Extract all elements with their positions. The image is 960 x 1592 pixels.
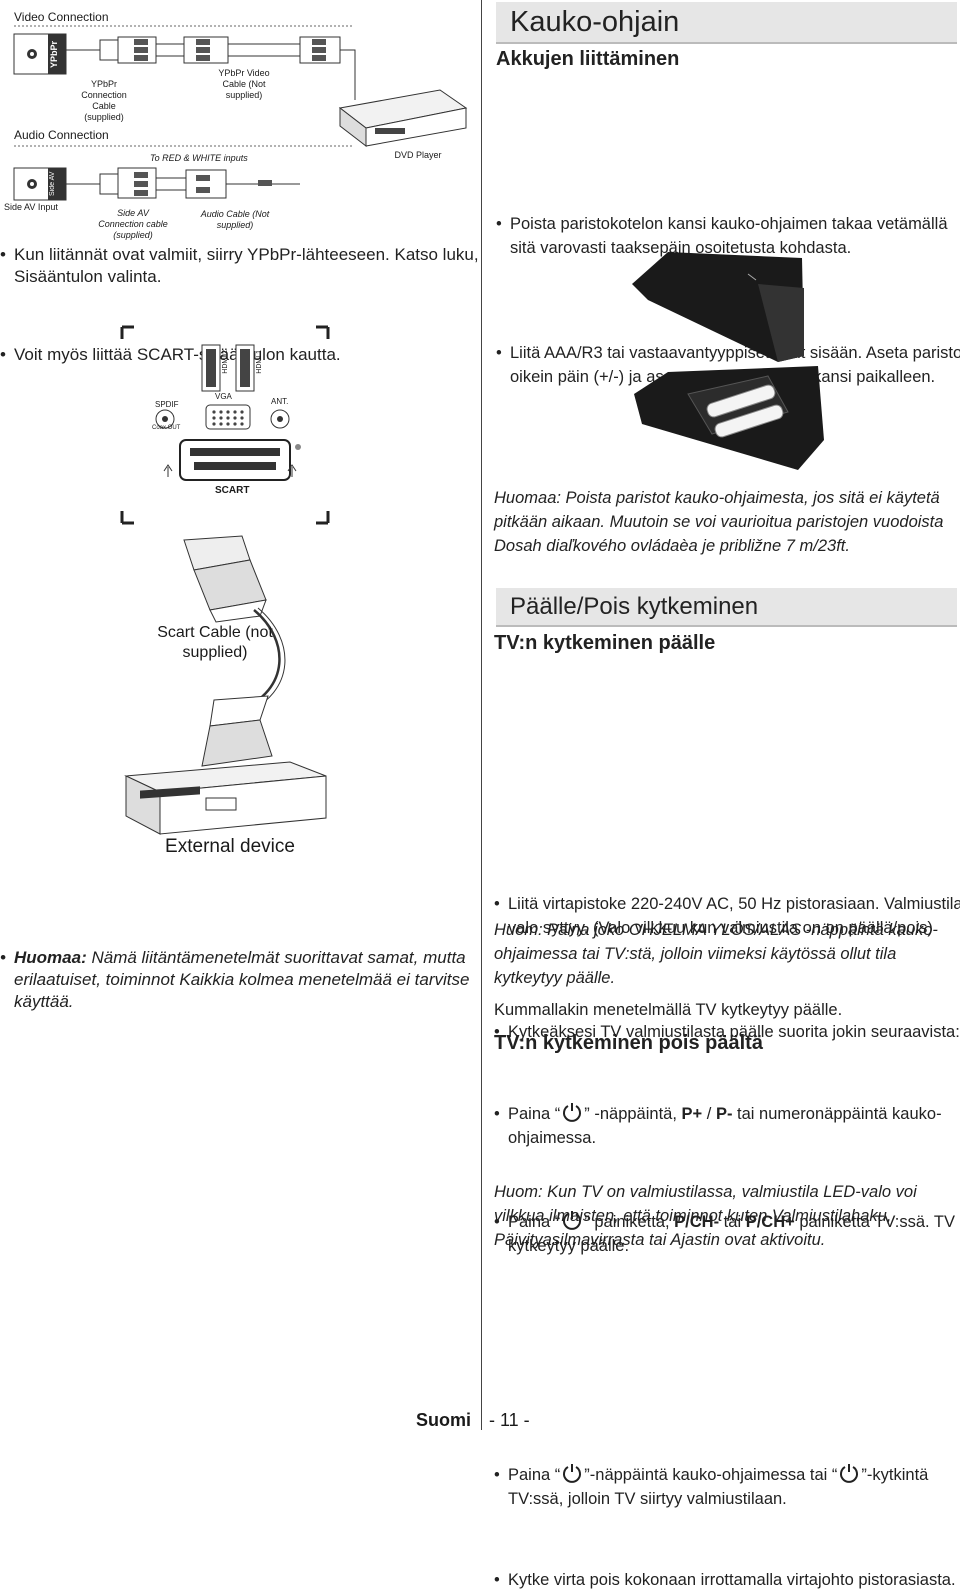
- audio-cable-label: Audio Cable (Not supplied): [200, 209, 270, 230]
- battery-heading: Akkujen liittäminen: [496, 48, 680, 70]
- spdif-label: SPDIF: [155, 400, 179, 409]
- on-b4-text-c: painiketta TV:ssä. TV kytkeytyy päälle.: [508, 1213, 955, 1255]
- ypbpr-connection-cable-label: YPbPr Connection Cable (supplied): [81, 79, 127, 122]
- on-b4-tai: tai: [719, 1213, 746, 1231]
- section-title-power: Päälle/Pois kytkeminen: [496, 588, 957, 627]
- off-bullet-2: Kytke virta pois kokonaan irrottamalla v…: [494, 1568, 960, 1592]
- p-minus-key: P-: [715, 1105, 733, 1123]
- coax-out-label: Coax.OUT: [152, 425, 181, 431]
- to-red-white-label: To RED & WHITE inputs: [150, 153, 248, 163]
- off-heading: TV:n kytkeminen pois päältä: [494, 1032, 763, 1054]
- power-icon: [563, 1103, 582, 1122]
- power-icon: [563, 1464, 582, 1483]
- scart-port-label: SCART: [215, 485, 250, 496]
- power-icon: [563, 1211, 582, 1230]
- on-heading: TV:n kytkeminen päälle: [494, 632, 716, 654]
- ypbpr-video-cable-label: YPbPr Video Cable (Not supplied): [218, 68, 270, 100]
- on-bullet-4: Paina “ ” painiketta, P/CH- tai P/CH+ pai…: [494, 1210, 960, 1258]
- p-plus-key: P+: [681, 1105, 703, 1123]
- ypbpr-tag: YPbPr: [49, 40, 59, 68]
- section-title-remote: Kauko-ohjain: [496, 2, 957, 44]
- on-b4-text-a: Paina “: [508, 1213, 561, 1231]
- on-note: Huom: Paina joko OHJELMA YLÖS/ALAS -näpp…: [494, 921, 938, 987]
- vga-label: VGA: [215, 392, 232, 401]
- ant-label: ANT.: [271, 397, 289, 406]
- note-connection-methods: Huomaa: Nämä liitäntämenetelmät suoritta…: [0, 947, 482, 1013]
- bullet-scart-input: Voit myös liittää SCART-sisääntulon kaut…: [0, 344, 482, 366]
- footer-language: Suomi: [416, 1410, 472, 1430]
- on-b3-text-b: ” -näppäintä,: [584, 1105, 682, 1123]
- audio-connection-label: Audio Connection: [14, 128, 109, 142]
- side-av-tag: Side AV: [49, 171, 56, 197]
- scart-cable-label: Scart Cable (not supplied): [157, 624, 273, 661]
- column-divider: [481, 0, 482, 1430]
- dvd-player-label: DVD Player: [394, 150, 442, 160]
- off-b1-text-b: ”-näppäintä kauko-ohjaimessa tai “: [584, 1466, 838, 1484]
- note-text: Nämä liitäntämenetelmät suorittavat sama…: [14, 948, 470, 1011]
- bullet-ypbpr-source: Kun liitännät ovat valmiit, siirry YPbPr…: [0, 244, 482, 288]
- on-both-methods: Kummallakin menetelmällä TV kytkeytyy pä…: [494, 1001, 843, 1019]
- on-bullet-2: Kytkeäksesi TV valmiustilasta päälle suo…: [494, 1020, 960, 1044]
- side-av-connection-cable-label: Side AV Connection cable (supplied): [98, 208, 168, 240]
- power-icon: [840, 1464, 859, 1483]
- side-av-input-label: Side AV Input: [4, 202, 58, 212]
- on-bullet-3: Paina “ ” -näppäintä, P+ / P- tai numeron…: [494, 1102, 960, 1150]
- footer-page-number: - 11 -: [489, 1410, 530, 1430]
- tv-back-panel: [120, 325, 330, 525]
- battery-note: Huomaa: Poista paristot kauko-ohjaimesta…: [494, 489, 944, 555]
- hdmi2-label: HDMI 2: [222, 350, 229, 374]
- note-bold: Huomaa:: [14, 948, 87, 967]
- off-note: Huom: Kun TV on valmiustilassa, valmiust…: [494, 1183, 917, 1249]
- on-b3-slash: /: [702, 1105, 716, 1123]
- video-connection-label: Video Connection: [14, 10, 109, 24]
- remote-battery-illustration: [632, 252, 824, 470]
- on-b3-text-c: tai numeronäppäintä kauko-ohjaimessa.: [508, 1105, 942, 1147]
- pch-plus-key: P/CH+: [745, 1213, 795, 1231]
- pch-minus-key: P/CH-: [674, 1213, 720, 1231]
- on-b4-text-b: ” painiketta,: [584, 1213, 675, 1231]
- off-bullet-1: Paina “ ”-näppäintä kauko-ohjaimessa tai …: [494, 1463, 960, 1511]
- left-column: Video Connection Audio Connection: [0, 0, 960, 1011]
- hdmi1-label: HDMI 1: [256, 350, 263, 374]
- scart-cable-illustration: [183, 535, 286, 767]
- on-b3-text-a: Paina “: [508, 1105, 561, 1123]
- av-connection-diagram: [13, 25, 468, 201]
- external-device-label: External device: [165, 836, 295, 857]
- on-bullet-1: Liitä virtapistoke 220-240V AC, 50 Hz pi…: [494, 892, 960, 940]
- battery-bullet-1: Poista paristokotelon kansi kauko-ohjaim…: [496, 212, 960, 260]
- off-b1-text-a: Paina “: [508, 1466, 561, 1484]
- external-device-illustration: [124, 761, 327, 835]
